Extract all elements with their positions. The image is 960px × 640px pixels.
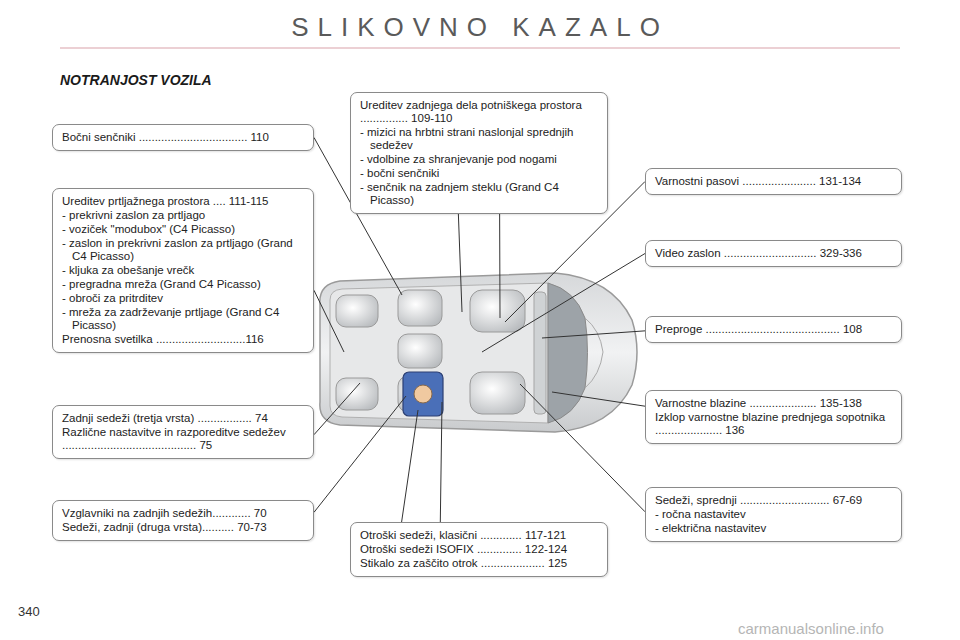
index-entry: Bočni senčniki .........................… [62,131,305,144]
index-entry: Različne nastavitve in razporeditve sede… [62,426,305,452]
sub-entry: - senčnik na zadnjem steklu (Grand C4 Pi… [360,181,599,207]
car-body [320,273,637,432]
callout-box: Sedeži, sprednji .......................… [645,487,902,542]
callout-box: Ureditev prtljažnega prostora .... 111-1… [52,188,314,353]
callout-box: Zadnji sedeži (tretja vrsta) ...........… [52,405,314,459]
child-seat [403,372,443,416]
index-entry: Prenosna svetilka ......................… [62,333,305,346]
index-entry: Zadnji sedeži (tretja vrsta) ...........… [62,412,305,425]
leader-line [314,383,360,435]
leader-line [402,410,418,522]
index-entry: Preproge ...............................… [655,323,893,336]
index-entry: Sedeži, zadnji (druga vrsta).......... 7… [62,521,305,534]
seats [336,290,525,414]
callout-box: Otroški sedeži, klasični ............. 1… [350,522,608,577]
callout-box: Vzglavniki na zadnjih sedežih...........… [52,500,314,541]
index-entry: Ureditev zadnjega dela potniškega prosto… [360,99,599,125]
callout-box: Bočni senčniki .........................… [52,124,314,151]
index-entry: Ureditev prtljažnega prostora .... 111-1… [62,195,305,208]
index-entry: Varnostne blazine ..................... … [655,397,893,410]
sub-entry: - pregradna mreža (Grand C4 Picasso) [62,278,305,291]
leader-line [440,402,442,522]
leader-line [520,384,645,512]
callout-box: Video zaslon ...........................… [645,240,902,267]
callout-box: Ureditev zadnjega dela potniškega prosto… [350,92,608,214]
title-rule [60,47,900,48]
index-entry: Varnostni pasovi .......................… [655,175,893,188]
leader-line [552,392,645,406]
callout-box: Varnostni pasovi .......................… [645,168,902,195]
sub-entry: - vdolbine za shranjevanje pod nogami [360,153,599,166]
callout-box: Varnostne blazine ..................... … [645,390,902,444]
index-entry: Izklop varnostne blazine prednjega sopot… [655,411,893,437]
leader-line [542,331,645,338]
sub-entry: - voziček "modubox" (C4 Picasso) [62,223,305,236]
sub-entry: - mreža za zadrževanje prtljage (Grand C… [62,306,305,332]
sub-entry: - zaslon in prekrivni zaslon za prtljago… [62,237,305,263]
section-heading: NOTRANJOST VOZILA [60,72,212,88]
leader-line [314,290,344,352]
leader-line [458,214,462,312]
callout-box: Preproge ...............................… [645,316,902,343]
sub-entry: - ročna nastavitev [655,508,893,521]
sub-entry: - bočni senčniki [360,167,599,180]
index-entry: Otroški sedeži ISOFIX .............. 122… [360,543,599,556]
index-entry: Video zaslon ...........................… [655,247,893,260]
watermark: carmanualsonline.info [738,620,884,637]
leader-line [314,396,406,512]
sub-entry: - električna nastavitev [655,522,893,535]
index-entry: Sedeži, sprednji .......................… [655,494,893,507]
sub-entry: - obroči za pritrditev [62,292,305,305]
sub-entry: - mizici na hrbtni strani naslonjal spre… [360,126,599,152]
page-number: 340 [18,604,40,619]
sub-entry: - prekrivni zaslon za prtljago [62,209,305,222]
index-entry: Otroški sedeži, klasični ............. 1… [360,529,599,542]
sub-entry: - kljuka za obešanje vrečk [62,264,305,277]
leader-line [499,214,500,318]
index-entry: Stikalo za zaščito otrok ...............… [360,557,599,570]
leader-line [482,254,645,353]
index-entry: Vzglavniki na zadnjih sedežih...........… [62,507,305,520]
page-title: SLIKOVNO KAZALO [0,12,960,43]
